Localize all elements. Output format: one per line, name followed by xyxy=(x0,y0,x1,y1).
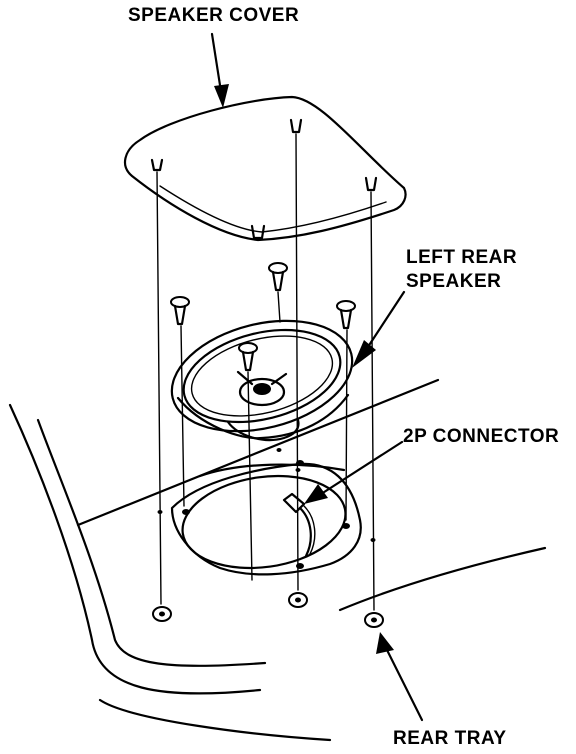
clip-icon xyxy=(150,158,164,172)
rear-tray-outline xyxy=(8,378,547,742)
arrow-icon xyxy=(352,290,406,368)
rear-tray-label-text: REAR TRAY xyxy=(393,728,507,749)
nut-icon xyxy=(364,612,384,628)
screw-icon xyxy=(336,300,356,330)
left-rear-speaker-label-line1: LEFT REAR xyxy=(406,247,518,268)
screw-icon xyxy=(170,296,190,326)
left-rear-speaker-label: LEFT REAR SPEAKER xyxy=(406,246,517,294)
nut-icon xyxy=(152,606,172,622)
clip-icon xyxy=(289,118,303,134)
speaker-cover-shape xyxy=(123,95,407,242)
speaker-cover-label-text: SPEAKER COVER xyxy=(128,5,300,26)
left-rear-speaker-label-line2: SPEAKER xyxy=(406,271,502,292)
alignment-lines xyxy=(156,133,376,611)
screw-icon xyxy=(238,342,258,372)
screw-icon xyxy=(268,262,288,292)
speaker-shape xyxy=(170,319,354,442)
speaker-mount-ring xyxy=(170,460,362,576)
arrow-icon xyxy=(210,32,229,108)
arrow-icon xyxy=(304,440,404,504)
nut-icon xyxy=(288,592,308,608)
2p-connector-label: 2P CONNECTOR xyxy=(403,425,559,449)
clip-icon xyxy=(364,176,378,192)
2p-connector-shape xyxy=(282,492,316,558)
speaker-cover-label: SPEAKER COVER xyxy=(128,4,299,28)
arrow-icon xyxy=(376,632,424,722)
rear-tray-label: REAR TRAY xyxy=(393,727,507,751)
2p-connector-label-text: 2P CONNECTOR xyxy=(403,426,560,447)
